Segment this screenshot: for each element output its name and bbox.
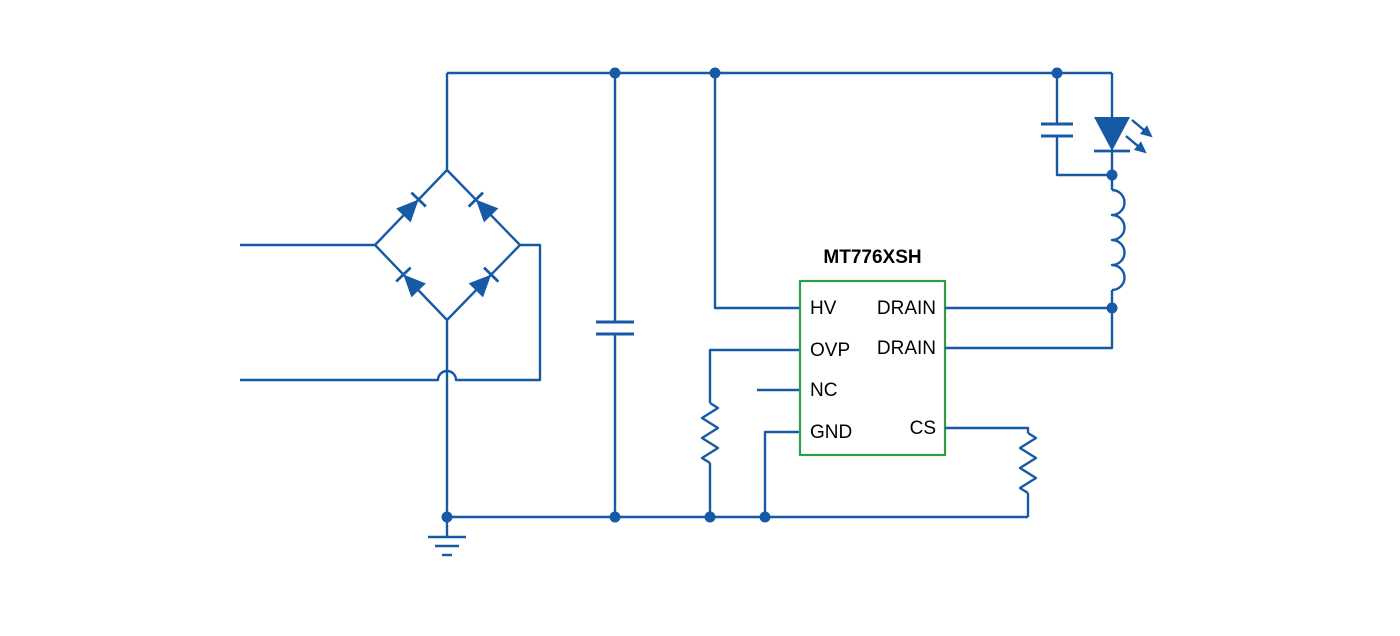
ground-symbol-icon — [428, 517, 466, 557]
hv-pin-wire — [713, 73, 800, 310]
output-capacitor-icon — [1041, 73, 1112, 177]
cs-resistor — [945, 426, 1038, 517]
ac-line-lower-with-hop — [240, 243, 542, 382]
pin-label-ovp: OVP — [810, 340, 850, 361]
pin-label-drain2: DRAIN — [877, 338, 936, 359]
bridge-diode-top-left-icon — [396, 191, 427, 223]
junction-dot — [704, 511, 716, 523]
ic-body — [798, 279, 947, 457]
bridge-diode-bottom-left-icon — [395, 266, 426, 298]
bulk-capacitor-icon — [596, 73, 634, 517]
led-triangle — [1094, 117, 1130, 151]
drain-pin-wires — [945, 306, 1114, 350]
junction-dots — [441, 67, 1118, 523]
led-icon — [1094, 73, 1153, 190]
pin-label-cs: CS — [910, 418, 936, 439]
ic-mt776xsh: MT776XSH HV OVP NC GND DRAIN DRAIN CS — [798, 247, 947, 457]
cs-pin-wire — [945, 426, 1030, 433]
pin-label-gnd: GND — [810, 422, 852, 443]
pin-label-drain1: DRAIN — [877, 298, 936, 319]
ovp-pin-wire — [708, 348, 800, 403]
bridge-diode-top-right-icon — [467, 191, 499, 223]
pin-label-nc: NC — [810, 380, 837, 401]
bridge-rectifier — [373, 73, 522, 517]
gnd-pin-wire — [763, 430, 800, 517]
inductor-icon — [1110, 188, 1126, 308]
junction-dot — [609, 67, 621, 79]
ac-input-wires — [240, 243, 542, 382]
pin-label-hv: HV — [810, 298, 837, 319]
drain2-pin-wire — [945, 308, 1114, 350]
ic-label: MT776XSH — [823, 247, 921, 268]
bridge-diode-bottom-right-icon — [468, 266, 500, 298]
junction-dot — [1051, 67, 1063, 79]
junction-dot — [609, 511, 621, 523]
ovp-resistor-zigzag — [700, 401, 720, 465]
ovp-resistor — [700, 348, 800, 517]
led-emission-arrows — [1125, 119, 1153, 154]
cs-resistor-zigzag — [1018, 431, 1038, 495]
junction-dot — [1106, 302, 1118, 314]
junction-dot — [1106, 169, 1118, 181]
bridge-diamond — [373, 168, 522, 322]
junction-dot — [759, 511, 771, 523]
junction-dot — [441, 511, 453, 523]
junction-dot — [709, 67, 721, 79]
